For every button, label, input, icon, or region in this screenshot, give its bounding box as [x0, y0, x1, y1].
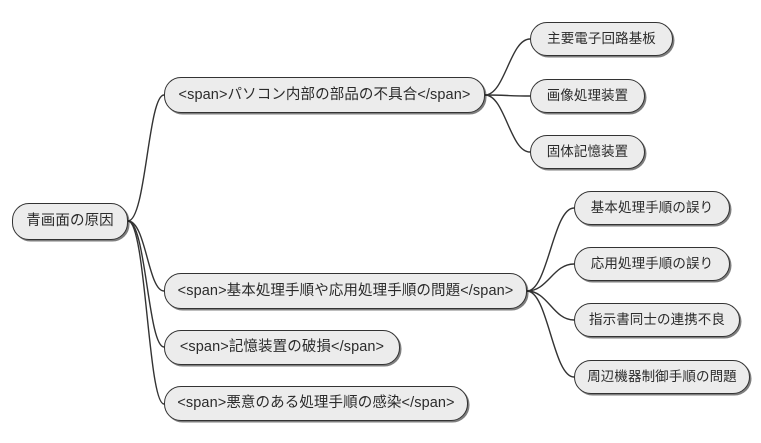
- edge-branch-2-to-child-3: [526, 290, 575, 321]
- mindmap-leaf-node-2-4-label: 周辺機器制御手順の問題: [587, 369, 737, 385]
- mindmap-leaf-node-2-3-label: 指示書同士の連携不良: [589, 312, 725, 328]
- mindmap-leaf-node-2-1-label: 基本処理手順の誤り: [590, 200, 714, 216]
- mindmap-branch-node-3[interactable]: <span>記憶装置の破損</span>: [164, 330, 400, 365]
- edge-branch-2-to-child-2: [526, 263, 575, 292]
- mindmap-leaf-node-2-1[interactable]: 基本処理手順の誤り: [574, 191, 730, 225]
- mindmap-branch-node-1[interactable]: <span>パソコン内部の部品の不具合</span>: [164, 77, 485, 113]
- mindmap-branch-node-4[interactable]: <span>悪意のある処理手順の感染</span>: [164, 386, 468, 421]
- mindmap-leaf-node-2-2-label: 応用処理手順の誤り: [590, 256, 714, 272]
- mindmap-leaf-node-2-4[interactable]: 周辺機器制御手順の問題: [574, 360, 750, 394]
- mindmap-branch-node-1-label: <span>パソコン内部の部品の不具合</span>: [178, 86, 471, 103]
- edge-root-to-branch-4: [127, 220, 165, 405]
- mindmap-root-node[interactable]: 青画面の原因: [12, 203, 128, 240]
- mindmap-branch-node-3-label: <span>記憶装置の破損</span>: [179, 339, 385, 356]
- mindmap-leaf-node-1-2-label: 画像処理装置: [546, 88, 629, 104]
- edge-branch-2-to-child-1: [526, 207, 575, 292]
- mindmap-leaf-node-1-1-label: 主要電子回路基板: [547, 31, 656, 47]
- mindmap-root-node-label: 青画面の原因: [26, 213, 114, 230]
- mindmap-leaf-node-1-1[interactable]: 主要電子回路基板: [530, 22, 673, 56]
- edge-branch-1-to-child-1: [484, 38, 531, 96]
- mindmap-leaf-node-1-3[interactable]: 固体記憶装置: [530, 135, 645, 169]
- edge-branch-2-to-child-4: [526, 290, 575, 378]
- edge-root-to-branch-2: [127, 220, 165, 292]
- mindmap-leaf-node-1-3-label: 固体記憶装置: [546, 144, 629, 160]
- edge-branch-1-to-child-3: [484, 94, 531, 153]
- mindmap-branch-node-4-label: <span>悪意のある処理手順の感染</span>: [177, 395, 455, 412]
- mindmap-branch-node-2-label: <span>基本処理手順や応用処理手順の問題</span>: [177, 282, 514, 299]
- edge-root-to-branch-3: [127, 220, 165, 348]
- edge-branch-1-to-child-2: [484, 94, 531, 97]
- edge-root-to-branch-1: [127, 94, 165, 222]
- mindmap-leaf-node-2-3[interactable]: 指示書同士の連携不良: [574, 303, 740, 337]
- mindmap-leaf-node-1-2[interactable]: 画像処理装置: [530, 79, 645, 113]
- mindmap-branch-node-2[interactable]: <span>基本処理手順や応用処理手順の問題</span>: [164, 273, 527, 309]
- mindmap-leaf-node-2-2[interactable]: 応用処理手順の誤り: [574, 247, 730, 281]
